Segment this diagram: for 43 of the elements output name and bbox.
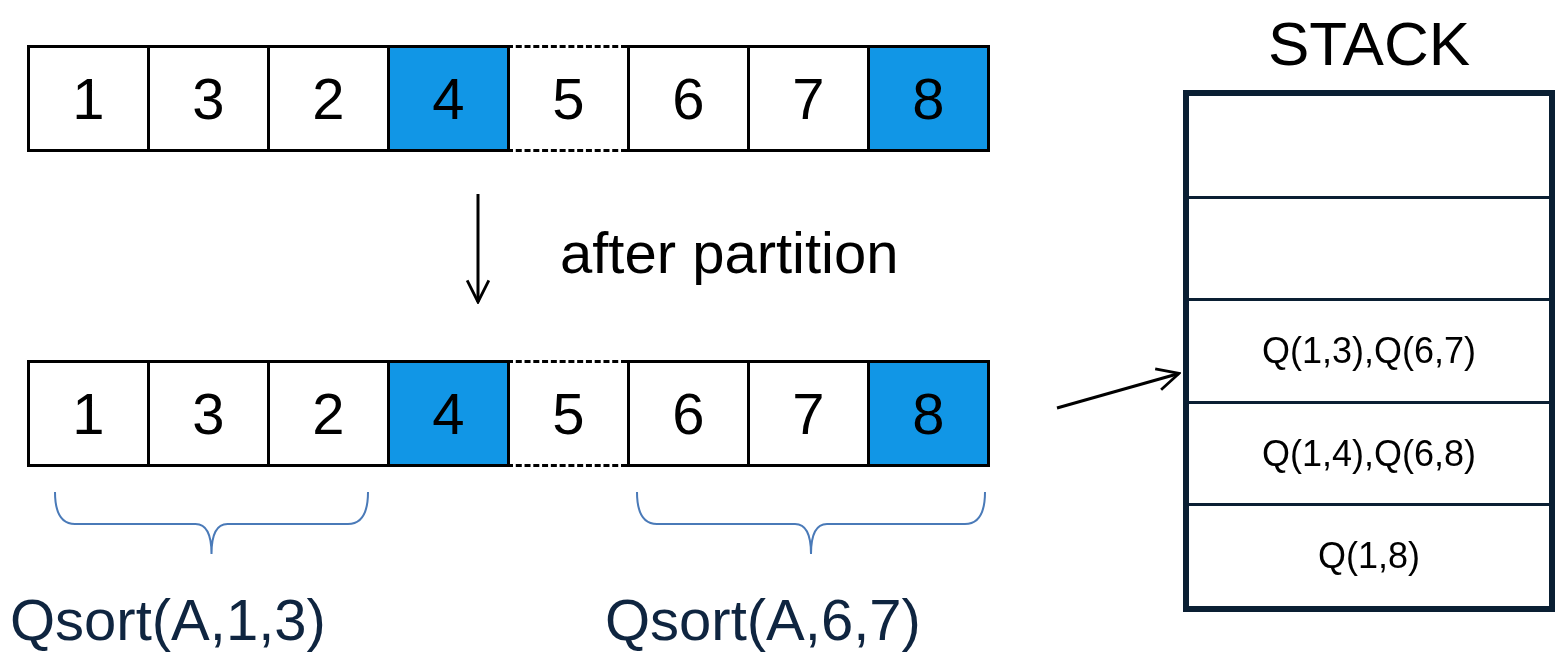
- array-cell: [747, 45, 867, 152]
- array-cell: [627, 360, 747, 467]
- cell-number: 6: [672, 384, 705, 443]
- array-cell: [747, 360, 867, 467]
- array-cell: [27, 45, 147, 152]
- edge-label: after partition: [560, 219, 899, 287]
- cell-number: 7: [792, 384, 825, 443]
- cell-number: 3: [192, 384, 225, 443]
- cell-number: 5: [552, 69, 585, 128]
- array-cell: [507, 360, 627, 467]
- cell-number: 4: [432, 384, 465, 443]
- array-cell: [267, 360, 387, 467]
- array-cell: [147, 360, 267, 467]
- cell-number: 4: [432, 69, 465, 128]
- cell-number: 2: [312, 69, 345, 128]
- cell-number: 5: [552, 384, 585, 443]
- cell-number: 6: [672, 69, 705, 128]
- stack-entry: Q(1,4),Q(6,8): [1261, 435, 1477, 472]
- cell-number: 1: [72, 384, 105, 443]
- cell-number: 7: [792, 69, 825, 128]
- cell-number: 8: [912, 69, 945, 128]
- arrow: [1056, 367, 1181, 410]
- cell-number: 1: [72, 69, 105, 128]
- stack-entry: Q(1,8): [1318, 538, 1420, 575]
- array-cell: [387, 360, 507, 467]
- cell-number: 3: [192, 69, 225, 128]
- cell-number: 2: [312, 384, 345, 443]
- array-bar: [27, 45, 990, 152]
- stack-title: STACK: [1266, 8, 1472, 80]
- array-cell: [147, 45, 267, 152]
- array-cell: [867, 45, 987, 152]
- stack-entry: Q(1,3),Q(6,7): [1261, 333, 1477, 369]
- array-cell: [387, 45, 507, 152]
- array-cell: [867, 360, 987, 467]
- cell-number: 8: [912, 384, 945, 443]
- function-call-label: Qsort(A,6,7): [605, 586, 921, 654]
- array-cell: [27, 360, 147, 467]
- arrow: [465, 194, 491, 304]
- function-call-label: Qsort(A,1,3): [10, 586, 326, 654]
- array-cell: [267, 45, 387, 152]
- array-bar: [27, 360, 990, 467]
- array-cell: [627, 45, 747, 152]
- array-cell: [507, 45, 627, 152]
